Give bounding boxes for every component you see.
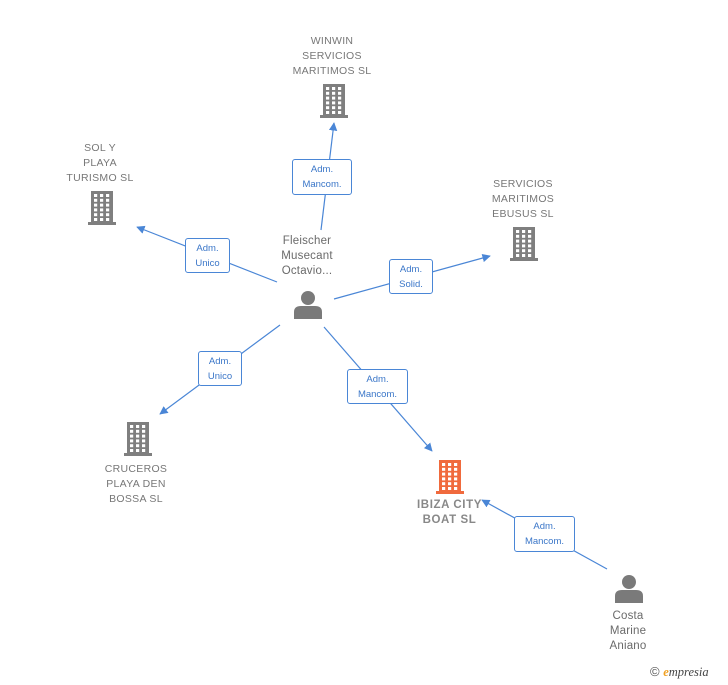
center-person-icon[interactable] xyxy=(294,291,322,319)
role-box-ebusus[interactable]: Adm. Solid. xyxy=(389,259,433,294)
building-icon-cruceros[interactable] xyxy=(124,422,152,456)
node-label-winwin[interactable]: WINWIN SERVICIOS MARITIMOS SL xyxy=(292,35,372,77)
building-icon-winwin[interactable] xyxy=(320,84,348,118)
footer-credit: © empresia xyxy=(650,664,709,680)
role-box-ibiza[interactable]: Adm. Mancom. xyxy=(347,369,408,404)
role-box-winwin[interactable]: Adm. Mancom. xyxy=(292,159,352,195)
person-icon-costa[interactable] xyxy=(615,575,643,603)
node-label-costa[interactable]: Costa Marine Aniano xyxy=(609,610,647,652)
role-box-costa[interactable]: Adm. Mancom. xyxy=(514,516,575,552)
building-icon-ebusus[interactable] xyxy=(510,227,538,261)
building-icon-solyplaya[interactable] xyxy=(88,191,116,225)
role-box-cruceros[interactable]: Adm. Unico xyxy=(198,351,242,386)
node-label-ebusus[interactable]: SERVICIOS MARITIMOS EBUSUS SL xyxy=(491,178,555,220)
brand-logo[interactable]: empresia xyxy=(663,665,709,679)
role-box-solyplaya[interactable]: Adm. Unico xyxy=(185,238,230,273)
node-label-ibiza[interactable]: IBIZA CITY BOAT SL xyxy=(417,499,482,526)
copyright-icon: © xyxy=(650,664,660,679)
building-icon-ibiza[interactable] xyxy=(436,460,464,494)
node-label-solyplaya[interactable]: SOL Y PLAYA TURISMO SL xyxy=(66,142,134,184)
center-person-label[interactable]: Fleischer Musecant Octavio... xyxy=(281,235,333,277)
node-label-cruceros[interactable]: CRUCEROS PLAYA DEN BOSSA SL xyxy=(104,463,168,505)
